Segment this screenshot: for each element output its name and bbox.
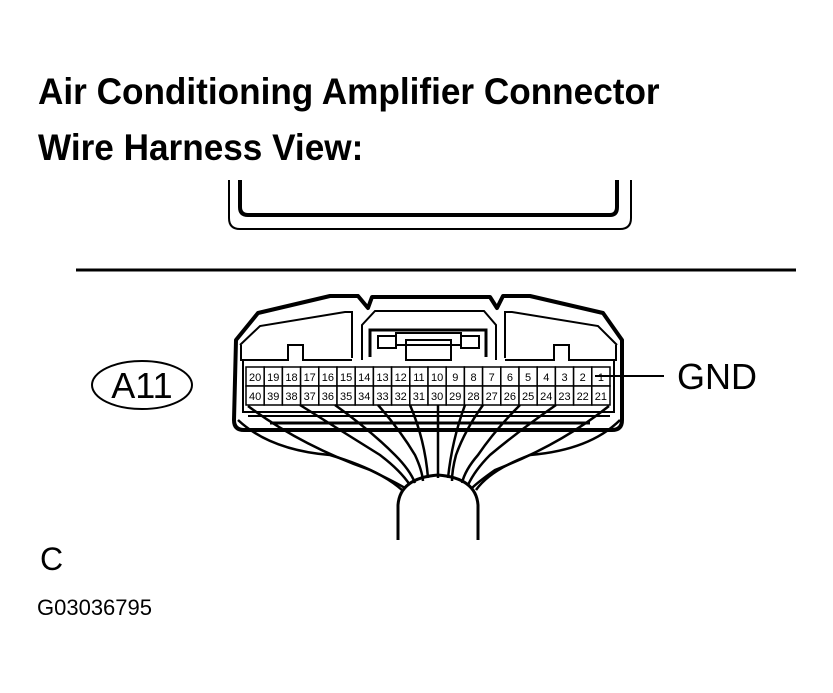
pin-number: 6 bbox=[507, 372, 513, 384]
pin-number: 30 bbox=[431, 391, 443, 403]
pin-number: 18 bbox=[285, 372, 297, 384]
gnd-callout: GND bbox=[595, 356, 757, 397]
pin-number: 38 bbox=[285, 391, 297, 403]
pin-number: 19 bbox=[267, 372, 279, 384]
diagram-title-line2: Wire Harness View: bbox=[38, 127, 364, 168]
diagram-title-line1: Air Conditioning Amplifier Connector bbox=[38, 71, 660, 112]
pin-number: 14 bbox=[358, 372, 370, 384]
gnd-label: GND bbox=[677, 356, 757, 397]
pin-number: 13 bbox=[376, 372, 388, 384]
pin-number: 39 bbox=[267, 391, 279, 403]
pin-number: 20 bbox=[249, 372, 261, 384]
view-letter: C bbox=[40, 541, 64, 577]
pin-number: 2 bbox=[580, 372, 586, 384]
pin-number: 40 bbox=[249, 391, 261, 403]
pin-number: 29 bbox=[449, 391, 461, 403]
pin-number: 3 bbox=[561, 372, 567, 384]
pin-number: 25 bbox=[522, 391, 534, 403]
pin-number: 28 bbox=[467, 391, 479, 403]
pin-number: 4 bbox=[543, 372, 549, 384]
pin-number: 15 bbox=[340, 372, 352, 384]
pin-number: 16 bbox=[322, 372, 334, 384]
pin-number: 36 bbox=[322, 391, 334, 403]
pin-number: 11 bbox=[413, 372, 424, 384]
pin-number: 7 bbox=[489, 372, 495, 384]
pin-number: 34 bbox=[358, 391, 370, 403]
pin-number: 17 bbox=[304, 372, 316, 384]
pin-number: 33 bbox=[376, 391, 388, 403]
connector-housing bbox=[232, 294, 624, 432]
pin-number: 8 bbox=[470, 372, 476, 384]
pin-number: 35 bbox=[340, 391, 352, 403]
pin-number: 26 bbox=[504, 391, 516, 403]
pin-number: 23 bbox=[558, 391, 570, 403]
pin-cell bbox=[591, 385, 611, 406]
pin-number: 24 bbox=[540, 391, 552, 403]
pin-number: 10 bbox=[431, 372, 443, 384]
pin-number: 37 bbox=[304, 391, 316, 403]
pin-number: 22 bbox=[577, 391, 589, 403]
mating-connector-outline bbox=[228, 180, 632, 230]
pin-number: 9 bbox=[452, 372, 458, 384]
pin-number: 27 bbox=[486, 391, 498, 403]
pin-number: 31 bbox=[413, 391, 425, 403]
pin-number: 21 bbox=[595, 391, 607, 403]
pin-number: 32 bbox=[395, 391, 407, 403]
pin-number: 1 bbox=[598, 372, 604, 384]
figure-code: G03036795 bbox=[37, 595, 152, 620]
wire-harness bbox=[237, 403, 621, 540]
connector-id-badge: A11 bbox=[91, 360, 193, 410]
connector-id-label: A11 bbox=[111, 365, 172, 406]
pin-number: 5 bbox=[525, 372, 531, 384]
pin-number: 12 bbox=[395, 372, 407, 384]
